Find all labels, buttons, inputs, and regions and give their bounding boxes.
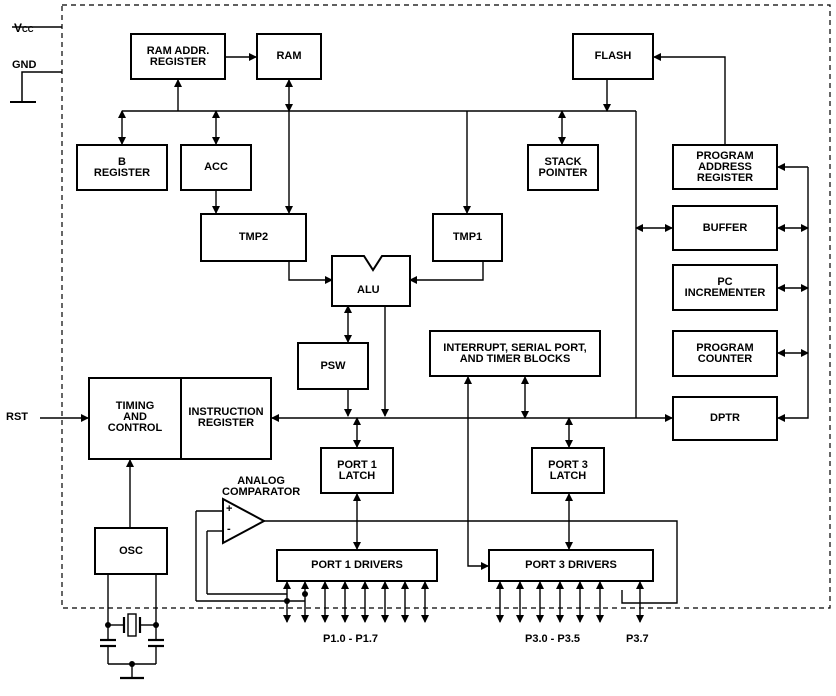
alu-shape bbox=[331, 255, 411, 307]
port3-latch-block: PORT 3 LATCH bbox=[531, 447, 605, 494]
flash-block: FLASH bbox=[572, 33, 654, 80]
port3-drivers-block: PORT 3 DRIVERS bbox=[488, 549, 654, 582]
port1-bus-label: P1.0 - P1.7 bbox=[323, 633, 379, 645]
gnd-line bbox=[21, 71, 62, 102]
junction-dot bbox=[105, 622, 111, 628]
crystal-icon bbox=[127, 613, 137, 637]
timing-and-control-label: TIMING AND CONTROL bbox=[107, 400, 163, 434]
acc-block: ACC bbox=[180, 144, 252, 191]
port1-latch-block: PORT 1 LATCH bbox=[320, 447, 394, 494]
junction-dot bbox=[153, 622, 159, 628]
port1-drivers-block: PORT 1 DRIVERS bbox=[276, 549, 438, 582]
program-counter-block: PROGRAM COUNTER bbox=[672, 330, 778, 377]
b-register-block: B REGISTER bbox=[76, 144, 168, 191]
vcc-subscript: CC bbox=[22, 25, 34, 34]
comparator-triangle bbox=[222, 497, 267, 545]
dptr-block: DPTR bbox=[672, 396, 778, 441]
p37-label: P3.7 bbox=[626, 633, 649, 645]
junction-dot bbox=[302, 591, 308, 597]
interrupt-serial-timer-block: INTERRUPT, SERIAL PORT, AND TIMER BLOCKS bbox=[429, 330, 601, 377]
port3-bus-label: P3.0 - P3.5 bbox=[525, 633, 581, 645]
psw-block: PSW bbox=[297, 342, 369, 390]
buffer-block: BUFFER bbox=[672, 205, 778, 251]
vcc-label: VCC bbox=[14, 12, 34, 35]
comparator-plus-label: + bbox=[226, 503, 233, 515]
osc-block: OSC bbox=[94, 527, 168, 575]
tmp1-to-alu bbox=[409, 262, 484, 284]
instruction-register-label: INSTRUCTION REGISTER bbox=[188, 406, 264, 429]
tmp2-to-alu bbox=[288, 262, 333, 284]
stack-pointer-block: STACK POINTER bbox=[527, 144, 599, 191]
comparator-output bbox=[264, 520, 678, 604]
pc-incrementer-block: PC INCREMENTER bbox=[672, 264, 778, 311]
tmp1-block: TMP1 bbox=[432, 213, 503, 262]
comparator-minus-label: - bbox=[227, 523, 231, 535]
tmp2-block: TMP2 bbox=[200, 213, 307, 262]
analog-comparator-label: ANALOG COMPARATOR bbox=[222, 475, 301, 498]
program-address-register-block: PROGRAM ADDRESS REGISTER bbox=[672, 144, 778, 190]
par-to-flash bbox=[653, 53, 726, 144]
junction-dot bbox=[284, 598, 290, 604]
right-bus-dptr bbox=[777, 410, 809, 422]
ram-block: RAM bbox=[256, 33, 322, 80]
alu-label: ALU bbox=[357, 284, 380, 296]
chip-boundary bbox=[61, 4, 831, 609]
timing-control-group: TIMING AND CONTROL INSTRUCTION REGISTER bbox=[88, 377, 272, 460]
interrupt-to-port3 bbox=[464, 376, 489, 570]
ram-addr-register-block: RAM ADDR. REGISTER bbox=[130, 33, 226, 80]
vcc-main: V bbox=[14, 21, 23, 35]
rst-label: RST bbox=[6, 411, 28, 423]
gnd-label: GND bbox=[12, 59, 37, 71]
junction-dot bbox=[129, 661, 135, 667]
